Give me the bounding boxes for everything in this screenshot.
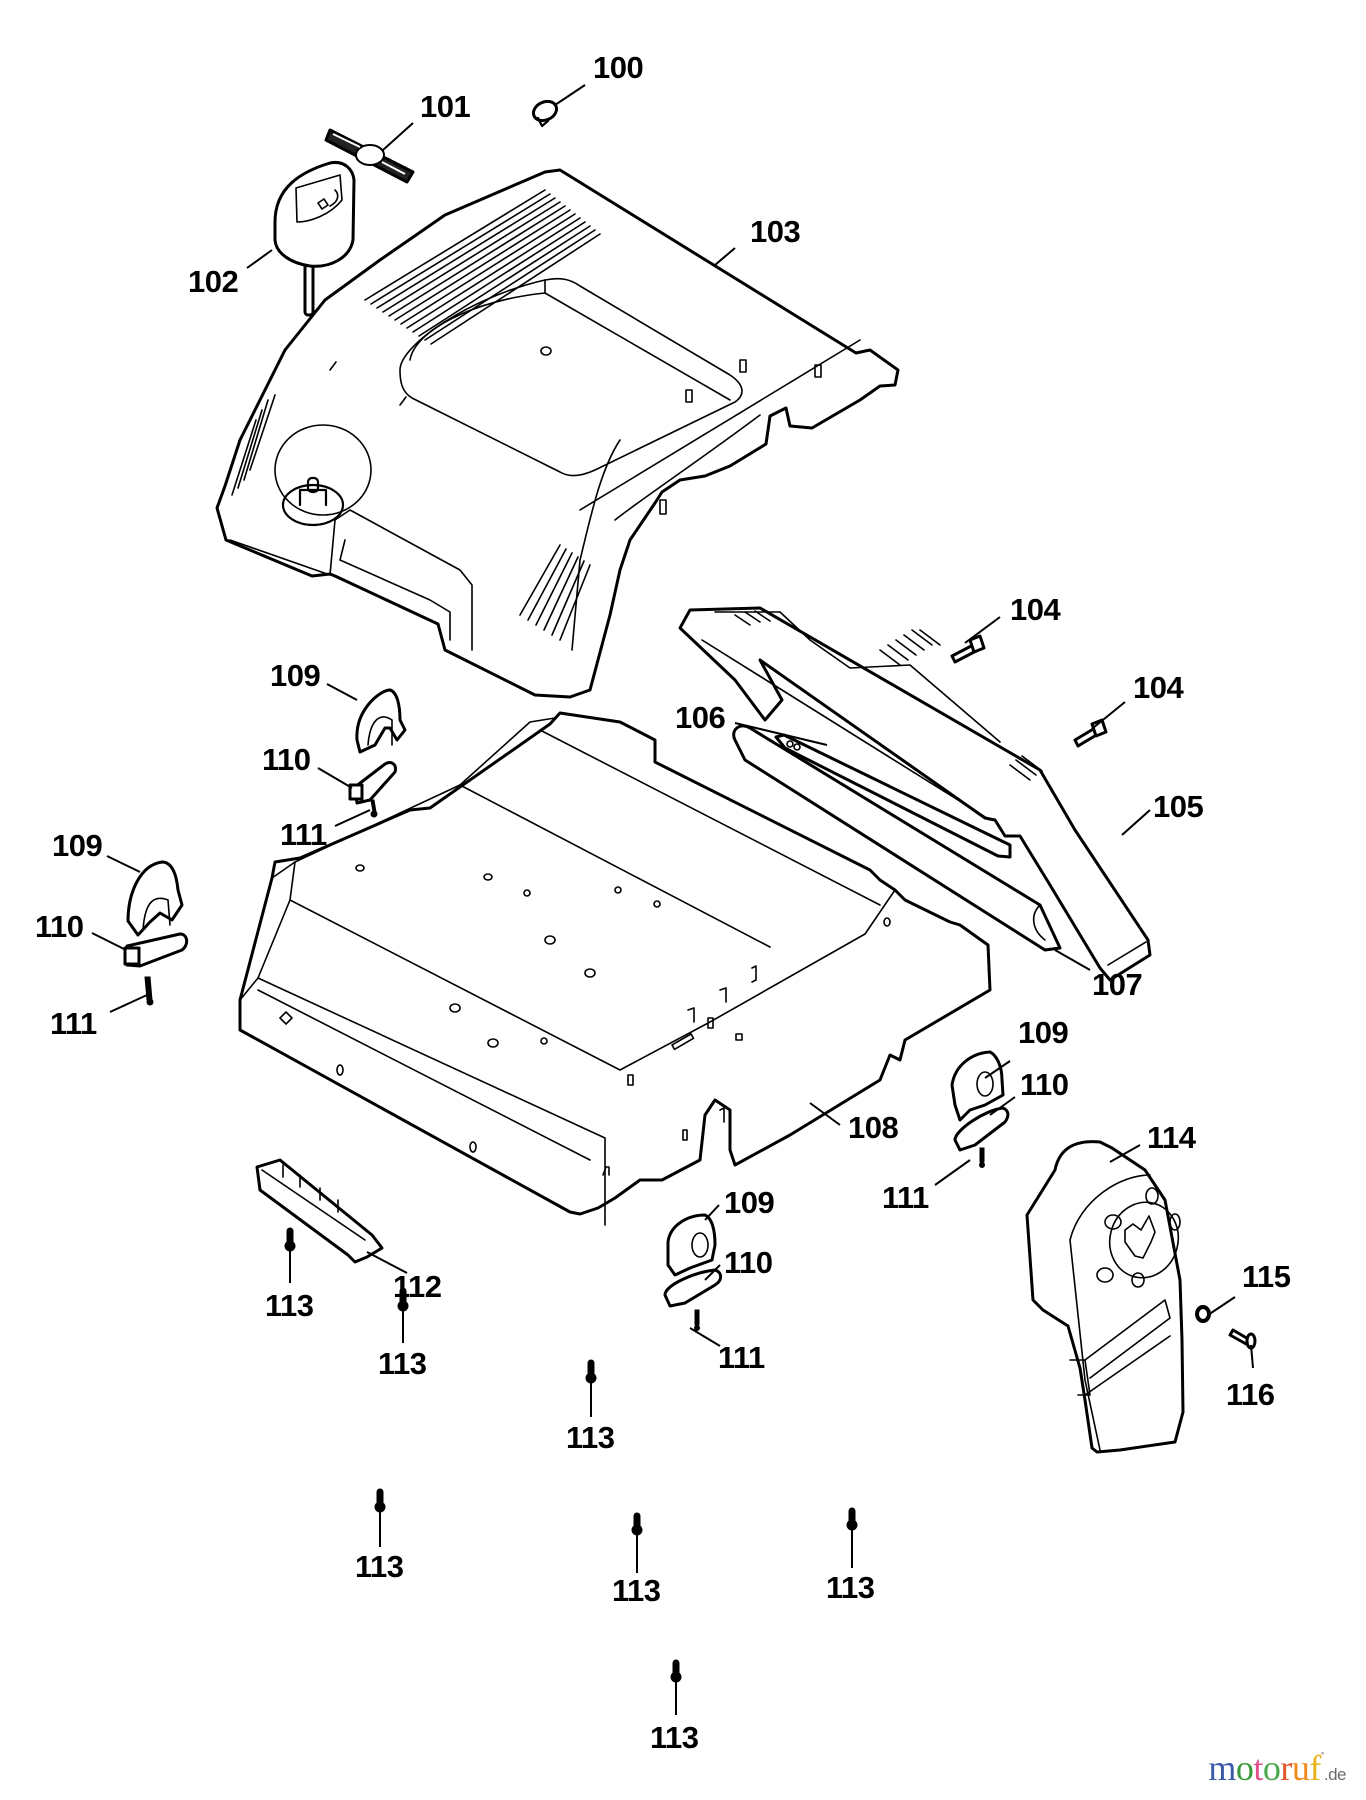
part-108-chassis-housing[interactable]: [238, 711, 992, 1226]
callout-111-a[interactable]: 111: [280, 817, 328, 852]
callout-100[interactable]: 100: [593, 50, 644, 85]
motoruf-watermark: motoruf• .de: [1208, 1748, 1347, 1788]
callout-106[interactable]: 106: [675, 700, 726, 735]
callout-110-a[interactable]: 110: [262, 742, 311, 777]
callout-107[interactable]: 107: [1092, 967, 1143, 1002]
callout-108[interactable]: 108: [848, 1110, 899, 1145]
callout-111-d[interactable]: 111: [718, 1340, 766, 1375]
part-104-screw-b[interactable]: [1073, 718, 1108, 748]
callout-113-a[interactable]: 113: [265, 1288, 314, 1323]
part-100-clip[interactable]: [530, 98, 559, 128]
part-113-screw-f[interactable]: [846, 1507, 858, 1531]
leader-lines: [91, 84, 1254, 1715]
callout-110-d[interactable]: 110: [724, 1245, 773, 1280]
callout-102[interactable]: 102: [188, 264, 239, 299]
callout-114[interactable]: 114: [1147, 1120, 1197, 1155]
callout-111-b[interactable]: 111: [50, 1006, 98, 1041]
callout-101[interactable]: 101: [420, 89, 471, 124]
part-group-109-110-111-d[interactable]: [663, 1213, 723, 1331]
watermark-registered-dot: •: [1320, 1749, 1325, 1760]
callout-109-c[interactable]: 109: [1018, 1015, 1069, 1050]
callout-113-f[interactable]: 113: [826, 1570, 875, 1605]
watermark-letter: m: [1208, 1748, 1236, 1788]
callout-113-b[interactable]: 113: [378, 1346, 427, 1381]
callout-110-c[interactable]: 110: [1020, 1067, 1069, 1102]
callout-109-d[interactable]: 109: [724, 1185, 775, 1220]
part-113-screw-d[interactable]: [374, 1488, 386, 1513]
part-114-side-cover[interactable]: [1025, 1140, 1187, 1454]
part-113-screw-g[interactable]: [670, 1659, 682, 1683]
part-113-screw-e[interactable]: [631, 1512, 643, 1536]
watermark-letter: o: [1235, 1748, 1254, 1788]
callout-113-c[interactable]: 113: [566, 1420, 615, 1455]
callout-105[interactable]: 105: [1153, 789, 1204, 824]
part-115-nut[interactable]: [1195, 1305, 1211, 1323]
part-group-109-110-111-c[interactable]: [950, 1050, 1010, 1168]
callout-110-b[interactable]: 110: [35, 909, 84, 944]
watermark-letter: t: [1253, 1748, 1263, 1788]
callout-112[interactable]: 112: [393, 1269, 442, 1304]
watermark-letter: r: [1280, 1748, 1292, 1788]
callout-111-c[interactable]: 111: [882, 1180, 930, 1215]
watermark-letter: o: [1262, 1748, 1281, 1788]
callout-104-a[interactable]: 104: [1010, 592, 1062, 627]
watermark-letters: motoruf: [1208, 1748, 1321, 1788]
part-103-top-cover[interactable]: [215, 168, 900, 699]
part-group-109-110-111-b[interactable]: [123, 860, 189, 1006]
callout-109-a[interactable]: 109: [270, 658, 321, 693]
part-112-rail[interactable]: [255, 1158, 384, 1264]
callout-113-g[interactable]: 113: [650, 1720, 699, 1755]
part-105-handle-cover[interactable]: [678, 606, 1152, 982]
watermark-letter: f: [1309, 1748, 1321, 1788]
callout-113-e[interactable]: 113: [612, 1573, 661, 1608]
watermark-tld: .de: [1323, 1765, 1347, 1784]
part-101-badge[interactable]: [324, 128, 415, 184]
callout-labels: 100 101 102 103 104 104 105 106 107 108 …: [35, 50, 1291, 1755]
part-116-bolt[interactable]: [1228, 1328, 1257, 1350]
part-113-screw-a[interactable]: [284, 1227, 296, 1252]
callout-115[interactable]: 115: [1242, 1259, 1291, 1294]
callout-103[interactable]: 103: [750, 214, 801, 249]
part-113-screw-c[interactable]: [585, 1359, 597, 1384]
watermark-letter: u: [1291, 1748, 1310, 1788]
callout-113-d[interactable]: 113: [355, 1549, 404, 1584]
part-104-screw-a[interactable]: [950, 634, 986, 664]
callout-104-b[interactable]: 104: [1133, 670, 1185, 705]
callout-116[interactable]: 116: [1226, 1377, 1275, 1412]
part-102-knob[interactable]: [273, 160, 356, 317]
callout-109-b[interactable]: 109: [52, 828, 103, 863]
part-group-109-110-111-a[interactable]: [348, 688, 407, 818]
